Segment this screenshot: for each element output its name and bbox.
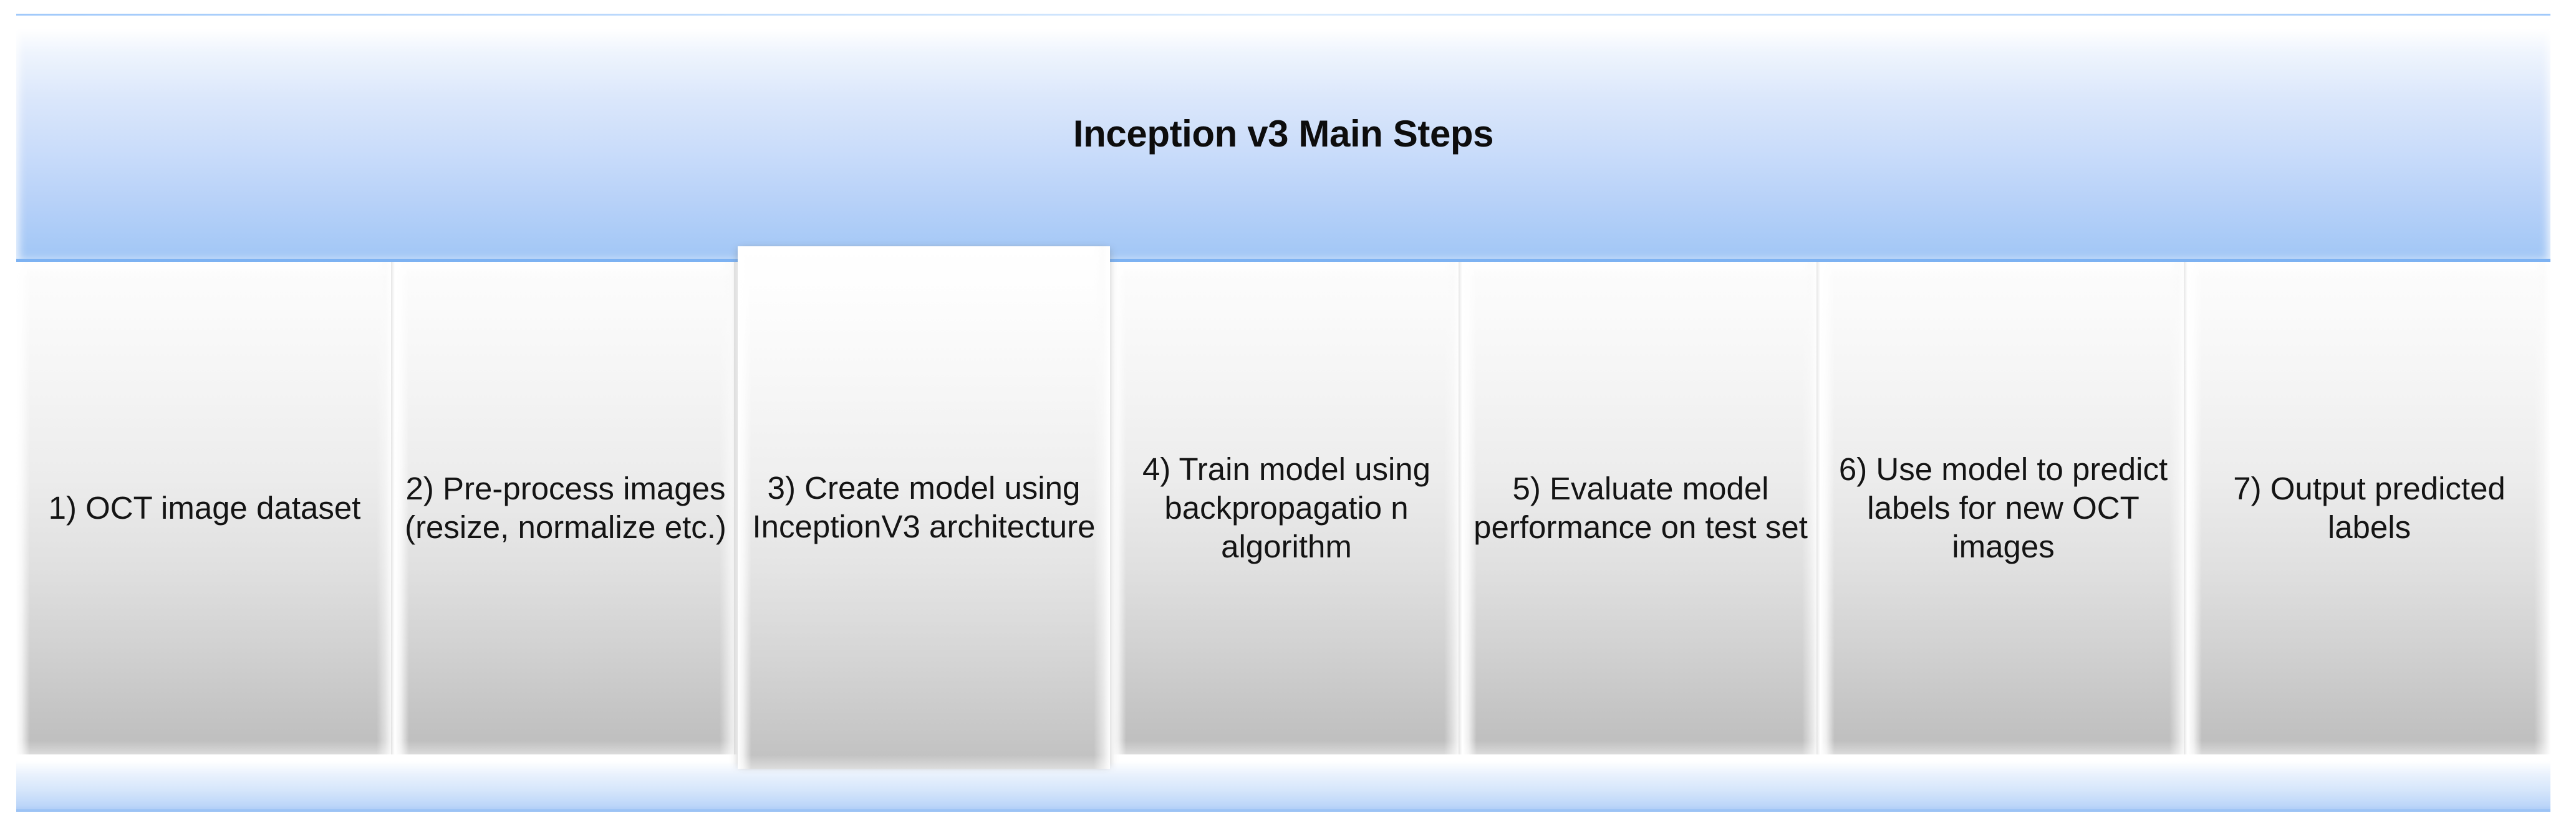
- bevel-top-edge: [395, 262, 736, 278]
- step-box-6[interactable]: 6) Use model to predict labels for new O…: [1821, 262, 2188, 754]
- bevel-bottom-edge: [2188, 741, 2550, 754]
- bevel-top-edge: [16, 262, 393, 278]
- step-label-2: 2) Pre-process images (resize, normalize…: [405, 470, 726, 545]
- step-box-5[interactable]: 5) Evaluate model performance on test se…: [1463, 262, 1820, 754]
- step-label-3: 3) Create model using InceptionV3 archit…: [752, 469, 1096, 544]
- header-banner: Inception v3 Main Steps: [16, 14, 2550, 262]
- bevel-top-edge: [1821, 262, 2186, 278]
- step-label-7: 7) Output predicted labels: [2233, 470, 2506, 545]
- bevel-top-edge: [2188, 262, 2550, 278]
- step-label-1: 1) OCT image dataset: [48, 489, 361, 526]
- bevel-bottom-edge: [1112, 741, 1460, 754]
- step-label-4: 4) Train model using backpropagatio n al…: [1142, 451, 1431, 565]
- step-label-6: 6) Use model to predict labels for new O…: [1838, 451, 2168, 565]
- process-steps-row: 1) OCT image dataset 2) Pre-process imag…: [16, 246, 2550, 769]
- bevel-bottom-edge: [1821, 741, 2186, 754]
- step-label-5: 5) Evaluate model performance on test se…: [1474, 470, 1808, 545]
- footer-banner: [16, 754, 2550, 812]
- bevel-top-edge: [1463, 262, 1818, 278]
- step-box-2[interactable]: 2) Pre-process images (resize, normalize…: [395, 262, 738, 754]
- step-box-4[interactable]: 4) Train model using backpropagatio n al…: [1112, 262, 1462, 754]
- bevel-bottom-edge: [738, 755, 1110, 769]
- step-box-7[interactable]: 7) Output predicted labels: [2188, 262, 2550, 754]
- bevel-top-edge: [738, 246, 1110, 265]
- step-box-3[interactable]: 3) Create model using InceptionV3 archit…: [738, 246, 1110, 769]
- bevel-top-edge: [1112, 262, 1460, 278]
- page-title: Inception v3 Main Steps: [1073, 113, 1494, 155]
- bevel-bottom-edge: [16, 741, 393, 754]
- step-box-1[interactable]: 1) OCT image dataset: [16, 262, 395, 754]
- bevel-bottom-edge: [1463, 741, 1818, 754]
- bevel-bottom-edge: [395, 741, 736, 754]
